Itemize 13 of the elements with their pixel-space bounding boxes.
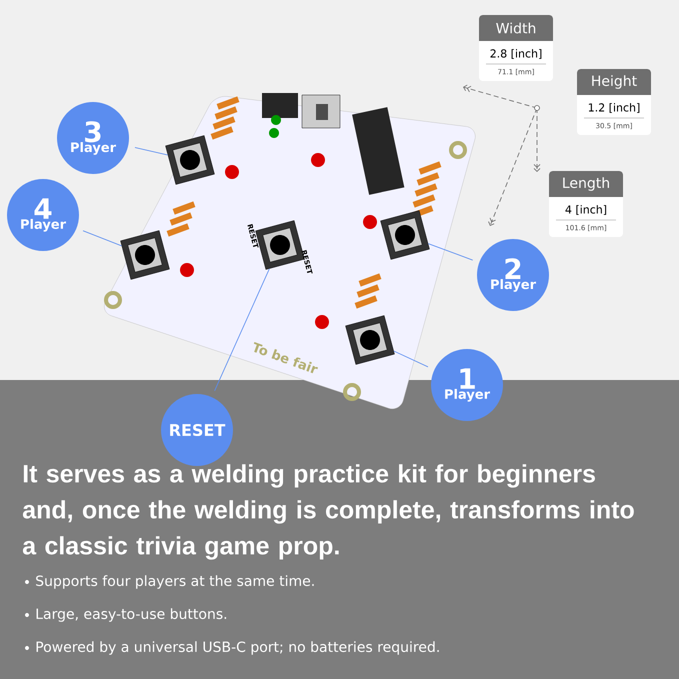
leader-line [82, 230, 122, 246]
board-text: To be fair [254, 342, 318, 374]
push-button [345, 315, 395, 365]
bullet-item: Powered by a universal USB-C port; no batteries required. [25, 641, 439, 655]
bullet-item: Large, easy-to-use buttons. [25, 608, 226, 622]
leader-line [134, 147, 168, 156]
leader-line [393, 350, 428, 368]
push-button [120, 230, 170, 280]
leader-line [428, 243, 474, 260]
push-button [380, 210, 430, 260]
push-button [165, 135, 215, 185]
heading: It serves as a welding practice kit for beginners and, once the welding is complete, transforms into a classic trivia game prop. [22, 464, 634, 560]
bullet-item: Supports four players at the same time. [25, 575, 314, 589]
